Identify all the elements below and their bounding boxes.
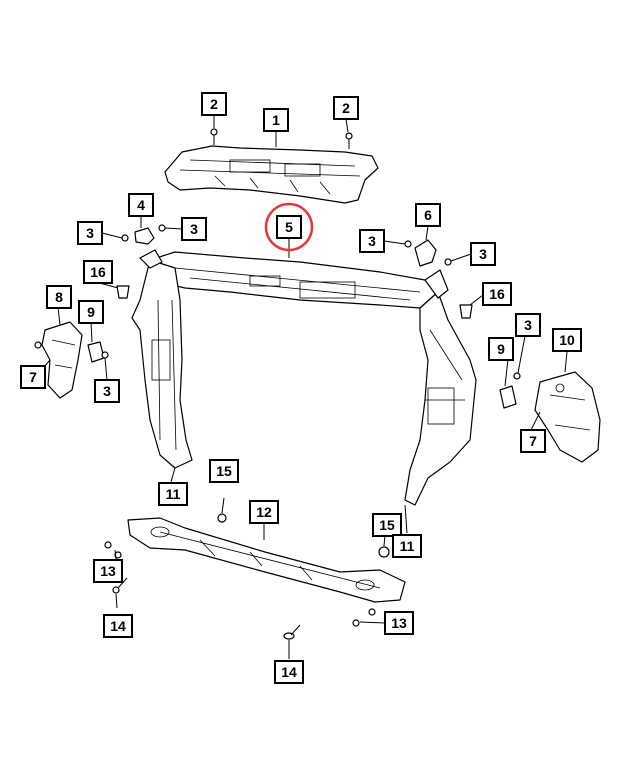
svg-text:1: 1 <box>272 112 280 128</box>
callout-4: 4 <box>128 193 154 217</box>
svg-text:11: 11 <box>400 538 415 554</box>
part-9-sensors <box>87 341 517 409</box>
highlight-circle-part-5 <box>264 202 314 252</box>
svg-text:2: 2 <box>342 100 350 116</box>
callout-15-center: 15 <box>209 459 239 483</box>
svg-text:3: 3 <box>86 225 94 241</box>
part-6-bracket <box>414 239 437 267</box>
callout-6: 6 <box>415 203 441 227</box>
callout-16-left: 16 <box>83 260 113 284</box>
fasteners <box>34 128 521 640</box>
svg-text:11: 11 <box>166 486 181 502</box>
svg-text:7: 7 <box>29 369 37 385</box>
callout-14-bottom: 14 <box>274 660 304 684</box>
callout-2-left: 2 <box>201 92 227 116</box>
svg-text:14: 14 <box>110 618 126 634</box>
svg-text:9: 9 <box>87 304 95 320</box>
svg-text:2: 2 <box>210 96 218 112</box>
callout-10: 10 <box>552 328 582 352</box>
svg-text:3: 3 <box>103 383 111 399</box>
svg-text:3: 3 <box>368 233 376 249</box>
svg-text:9: 9 <box>497 341 505 357</box>
part-1-upper-bracket <box>164 145 379 204</box>
svg-text:7: 7 <box>529 433 537 449</box>
callout-11-right: 11 <box>392 534 422 558</box>
callout-8: 8 <box>46 285 72 309</box>
callout-15-right: 15 <box>372 513 402 537</box>
callout-9-left: 9 <box>78 300 104 324</box>
part-10-right-bracket <box>534 371 601 463</box>
svg-text:15: 15 <box>216 463 232 479</box>
svg-text:14: 14 <box>281 664 297 680</box>
part-12-lower-tie-bar <box>127 517 406 603</box>
svg-text:16: 16 <box>489 286 505 302</box>
callout-5: 5 <box>276 215 302 239</box>
callout-3-d: 3 <box>470 242 496 266</box>
svg-text:6: 6 <box>424 207 432 223</box>
callout-1: 1 <box>263 108 289 132</box>
svg-text:5: 5 <box>285 219 293 235</box>
callout-12: 12 <box>249 500 279 524</box>
svg-text:15: 15 <box>379 517 395 533</box>
svg-text:12: 12 <box>256 504 272 520</box>
callout-13-left: 13 <box>93 559 123 583</box>
callout-14-left: 14 <box>103 614 133 638</box>
svg-text:13: 13 <box>391 615 407 631</box>
callout-7-right: 7 <box>520 429 546 453</box>
callout-9-right: 9 <box>488 337 514 361</box>
svg-text:13: 13 <box>100 563 116 579</box>
svg-text:3: 3 <box>479 246 487 262</box>
svg-text:3: 3 <box>190 221 198 237</box>
callout-16-right: 16 <box>482 282 512 306</box>
part-16-bumpers <box>116 285 473 319</box>
callout-7-left: 7 <box>20 365 46 389</box>
svg-text:3: 3 <box>524 317 532 333</box>
part-8-left-bracket <box>41 321 83 399</box>
svg-text:10: 10 <box>559 332 575 348</box>
callout-3-f: 3 <box>515 313 541 337</box>
callout-3-c: 3 <box>359 229 385 253</box>
callout-2-right: 2 <box>333 96 359 120</box>
callout-11-left: 11 <box>158 482 188 506</box>
callout-3-a: 3 <box>77 221 103 245</box>
callout-13-right: 13 <box>384 611 414 635</box>
part-5-radiator-support <box>131 249 477 506</box>
svg-text:8: 8 <box>55 289 63 305</box>
part-4-clip <box>134 227 155 245</box>
svg-text:4: 4 <box>137 197 145 213</box>
callout-3-e: 3 <box>94 379 120 403</box>
svg-text:16: 16 <box>90 264 106 280</box>
callout-3-b: 3 <box>181 217 207 241</box>
